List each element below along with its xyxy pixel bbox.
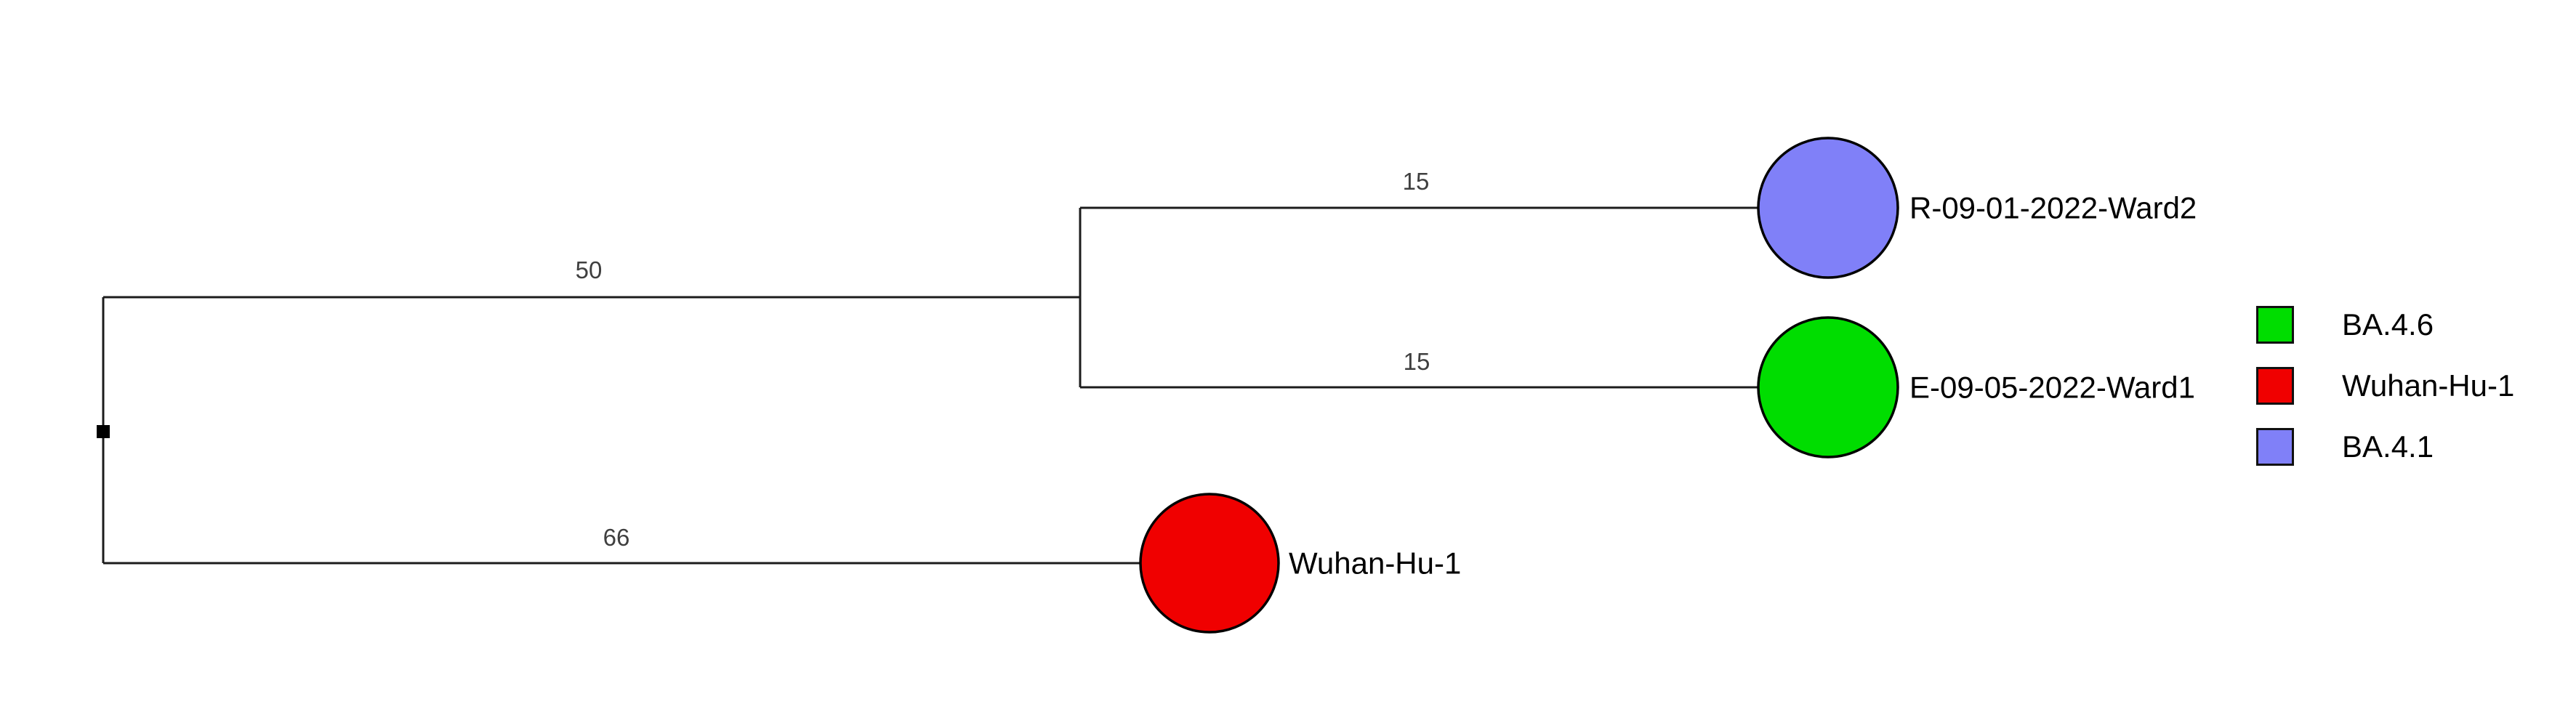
root-node-marker[interactable]	[97, 425, 110, 438]
legend: BA.4.6 Wuhan-Hu-1 BA.4.1	[2256, 306, 2514, 489]
legend-item-ba46[interactable]: BA.4.6	[2256, 306, 2514, 344]
tip-label: Wuhan-Hu-1	[1289, 546, 1461, 581]
tip-label: E-09-05-2022-Ward1	[1909, 371, 2195, 405]
tip-node-ba46[interactable]	[1757, 316, 1899, 458]
legend-item-wuhan-hu-1[interactable]: Wuhan-Hu-1	[2256, 367, 2514, 405]
tip-node-ba41[interactable]	[1757, 137, 1899, 279]
branch-support-label: 15	[1403, 168, 1430, 195]
branch-support-label: 15	[1404, 348, 1430, 375]
branch-support-label: 66	[603, 524, 630, 551]
tip-label: R-09-01-2022-Ward2	[1909, 191, 2197, 225]
legend-label-ba41: BA.4.1	[2342, 429, 2434, 464]
legend-label-ba46: BA.4.6	[2342, 307, 2434, 342]
tip-node-wuhanhu1[interactable]	[1139, 493, 1280, 634]
legend-item-ba41[interactable]: BA.4.1	[2256, 428, 2514, 466]
branch-support-label: 50	[576, 256, 603, 283]
legend-label-wuhan-hu-1: Wuhan-Hu-1	[2342, 368, 2515, 403]
legend-swatch-wuhan-hu-1	[2256, 367, 2294, 405]
legend-swatch-ba46	[2256, 306, 2294, 344]
legend-swatch-ba41	[2256, 428, 2294, 466]
